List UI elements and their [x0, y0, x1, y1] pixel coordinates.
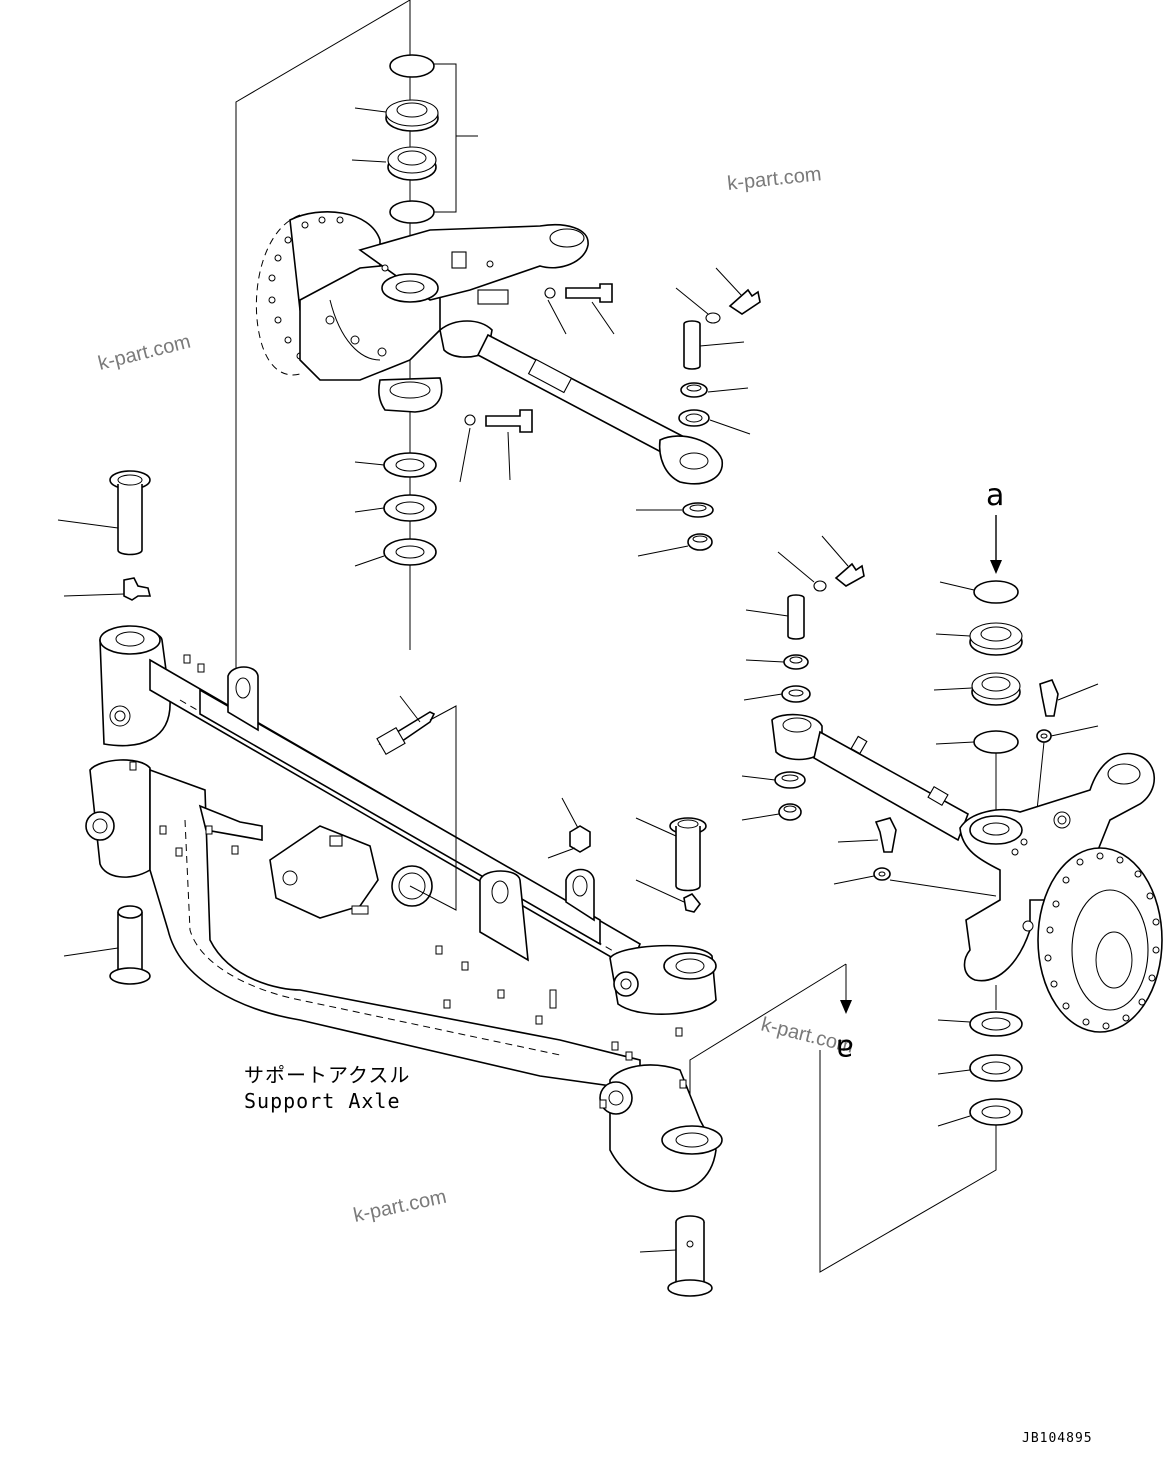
caption: サポートアクスル Support Axle — [244, 1063, 410, 1113]
bushing-upper-left — [57, 470, 151, 556]
tie-rod-right — [771, 713, 969, 842]
fasteners-top — [459, 283, 615, 483]
hub-bolt-holes-right — [1044, 852, 1160, 1030]
washer-stack-right-lower — [819, 985, 1023, 1273]
washer-stack-top-lower — [354, 452, 437, 567]
caption-japanese: サポートアクスル — [244, 1063, 410, 1087]
grease-fitting-left — [63, 577, 152, 601]
bearing — [387, 146, 437, 181]
seal-stack-right — [933, 580, 1023, 820]
grease-fitting-right — [1035, 679, 1099, 821]
bottom-pin — [639, 1215, 713, 1297]
steering-knuckle-right — [959, 752, 1163, 1033]
bushing-lower-left — [63, 905, 151, 985]
hub-bolt-holes — [268, 216, 344, 360]
leader-lines — [351, 107, 387, 163]
marker-label: a — [836, 1032, 854, 1067]
center-pin-parts — [376, 695, 707, 913]
watermark: k-part.com — [726, 163, 822, 195]
marker-label: a — [986, 478, 1004, 513]
watermark: k-part.com — [96, 331, 193, 375]
steering-knuckle-left — [255, 211, 589, 413]
reference-code: JB104895 — [1022, 1431, 1093, 1446]
caption-english: Support Axle — [244, 1089, 401, 1113]
watermark: k-part.com — [351, 1186, 448, 1227]
tie-rod-end-parts-upper — [636, 267, 761, 557]
oil-seal — [385, 99, 439, 132]
tie-rod-left — [439, 320, 723, 485]
marker-a-top: a — [986, 478, 1004, 574]
seal-stack-top — [385, 54, 439, 224]
tie-rod-end-parts-mid — [741, 535, 865, 821]
fitting-right-mid — [833, 817, 997, 897]
support-axle-frame — [85, 625, 723, 1192]
